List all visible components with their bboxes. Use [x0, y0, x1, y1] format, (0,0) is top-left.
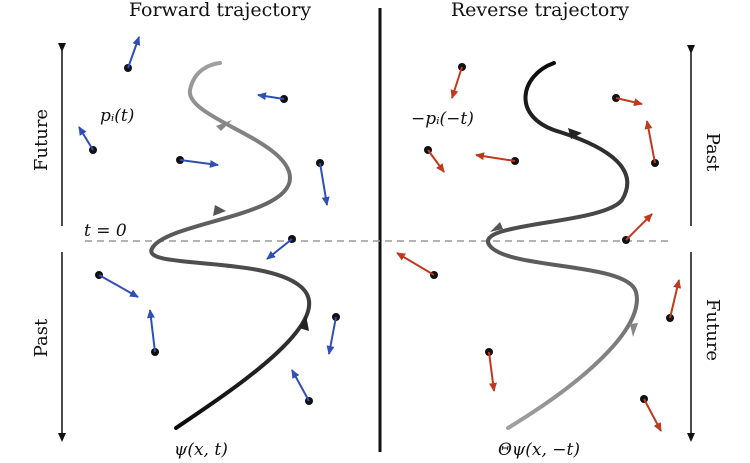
- reverse-direction-arrow-1: [568, 128, 582, 139]
- reverse-trajectory-curve: [485, 61, 639, 430]
- left-future-label: Future: [31, 109, 52, 171]
- forward-trajectory-curve: [149, 61, 311, 430]
- forward-direction-arrow-2: [213, 205, 226, 216]
- right-wavefunction-label: Θψ(x, −t): [498, 440, 580, 460]
- right-past-label: Past: [702, 133, 723, 172]
- left-wavefunction-label: ψ(x, t): [174, 440, 228, 460]
- left-panel-title: Forward trajectory: [129, 0, 312, 21]
- left-past-label: Past: [31, 318, 52, 357]
- reverse-particle-arrows: [396, 63, 682, 432]
- forward-direction-arrow-3: [216, 120, 232, 131]
- right-future-label: Future: [702, 299, 723, 361]
- forward-particle-arrows: [78, 36, 340, 405]
- left-momentum-label: pᵢ(t): [100, 106, 134, 126]
- right-momentum-label: −pᵢ(−t): [411, 109, 474, 129]
- reverse-direction-arrow-2: [490, 222, 503, 232]
- forward-direction-arrow-1: [299, 315, 309, 331]
- right-panel-title: Reverse trajectory: [451, 0, 630, 21]
- time-zero-label: t = 0: [84, 221, 127, 241]
- reverse-direction-arrow-3: [630, 323, 638, 337]
